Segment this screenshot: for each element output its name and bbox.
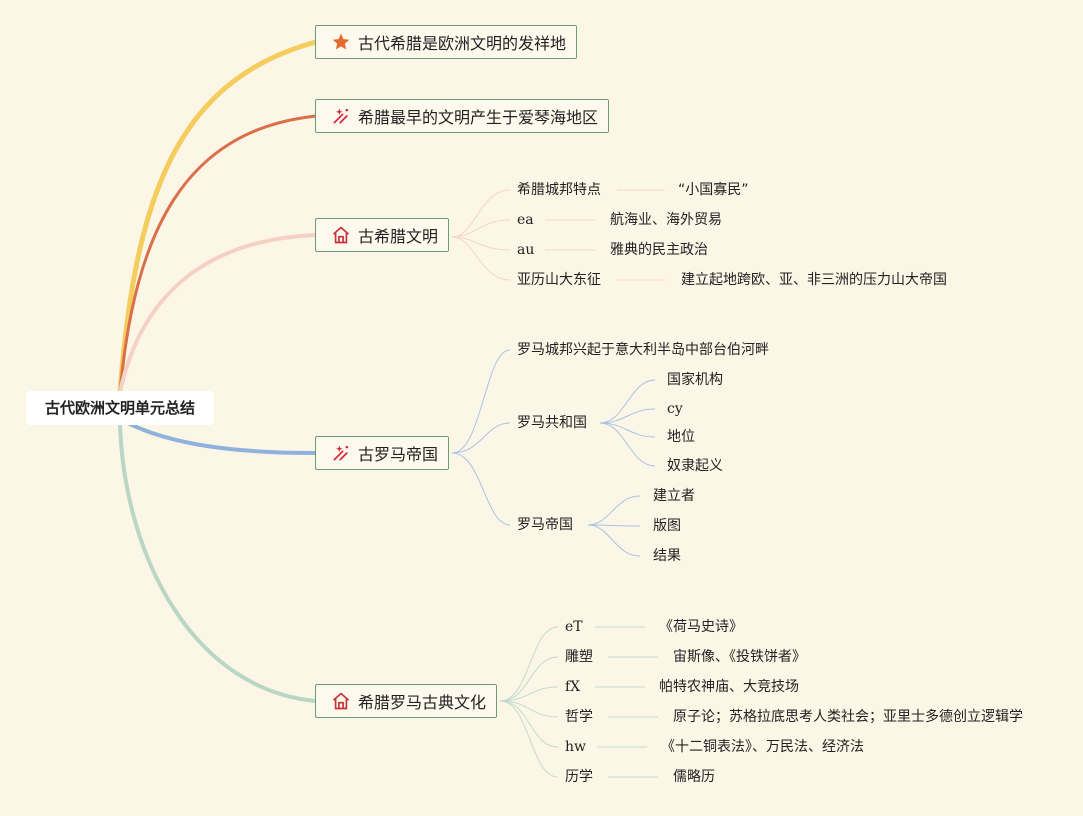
subtopic-detail[interactable]: “小国寡民” [678, 182, 749, 198]
branch-topic-3[interactable]: 古希腊文明 [315, 218, 450, 252]
sub-subtopic[interactable]: 国家机构 [667, 372, 723, 388]
subtopic-detail[interactable]: 《荷马史诗》 [659, 619, 743, 635]
sub-subtopic[interactable]: cy [667, 401, 683, 417]
subtopic-detail[interactable]: 建立起地跨欧、亚、非三洲的压力山大帝国 [681, 272, 947, 288]
subtopic[interactable]: 罗马城邦兴起于意大利半岛中部台伯河畔 [517, 342, 769, 358]
branch-label: 古希腊文明 [358, 227, 439, 246]
link-root-b5 [118, 423, 318, 703]
link-root-b1 [117, 39, 319, 395]
subtopic[interactable]: fX [565, 679, 581, 695]
subtopic-detail[interactable]: 帕特农神庙、大竞技场 [659, 679, 799, 695]
sub-subtopic[interactable]: 奴隶起义 [667, 458, 723, 474]
subtopic[interactable]: eT [565, 619, 583, 635]
subtopic[interactable]: hw [565, 739, 586, 755]
branch-topic-1[interactable]: 古代希腊是欧洲文明的发祥地 [315, 25, 578, 59]
subtopic-detail[interactable]: 宙斯像、《投铁饼者》 [673, 649, 806, 665]
subtopic[interactable]: 罗马帝国 [517, 517, 573, 533]
sub-subtopic[interactable]: 版图 [653, 518, 681, 534]
root-topic[interactable]: 古代欧洲文明单元总结 [26, 391, 214, 425]
sub-subtopic[interactable]: 地位 [667, 429, 695, 445]
branch-topic-2[interactable]: 希腊最早的文明产生于爱琴海地区 [315, 99, 610, 133]
link-root-b4 [120, 418, 318, 455]
house-icon [330, 691, 352, 711]
subtopic-detail[interactable]: 航海业、海外贸易 [610, 212, 722, 228]
subtopic[interactable]: au [517, 242, 535, 258]
subtopic[interactable]: 罗马共和国 [517, 415, 587, 431]
house-icon [330, 225, 352, 245]
subtopic[interactable]: 历学 [565, 769, 593, 785]
subtopic-detail[interactable]: 《十二铜表法》、万民法、经济法 [661, 739, 864, 755]
branch-topic-4[interactable]: 古罗马帝国 [315, 436, 450, 470]
link-root-b3 [118, 233, 318, 394]
branch-label: 古代希腊是欧洲文明的发祥地 [358, 34, 567, 53]
subtopic[interactable]: 哲学 [565, 709, 593, 725]
branch-label: 古罗马帝国 [358, 445, 439, 464]
star-icon [330, 32, 352, 52]
sub-subtopic[interactable]: 建立者 [653, 488, 695, 504]
subtopic-detail[interactable]: 雅典的民主政治 [610, 242, 708, 258]
branch-label: 希腊最早的文明产生于爱琴海地区 [358, 108, 599, 127]
subtopic[interactable]: 雕塑 [565, 649, 593, 665]
sparkle-icon [330, 106, 352, 126]
link-root-b2 [118, 114, 318, 394]
sparkle-icon [330, 443, 352, 463]
subtopic[interactable]: 亚历山大东征 [517, 272, 601, 288]
sub-subtopic[interactable]: 结果 [653, 548, 681, 564]
subtopic[interactable]: ea [517, 212, 534, 228]
branch-topic-5[interactable]: 希腊罗马古典文化 [315, 684, 498, 718]
branch-label: 希腊罗马古典文化 [358, 693, 487, 712]
subtopic-detail[interactable]: 儒略历 [673, 769, 715, 785]
subtopic[interactable]: 希腊城邦特点 [517, 182, 601, 198]
subtopic-detail[interactable]: 原子论；苏格拉底思考人类社会；亚里士多德创立逻辑学 [673, 709, 1023, 725]
